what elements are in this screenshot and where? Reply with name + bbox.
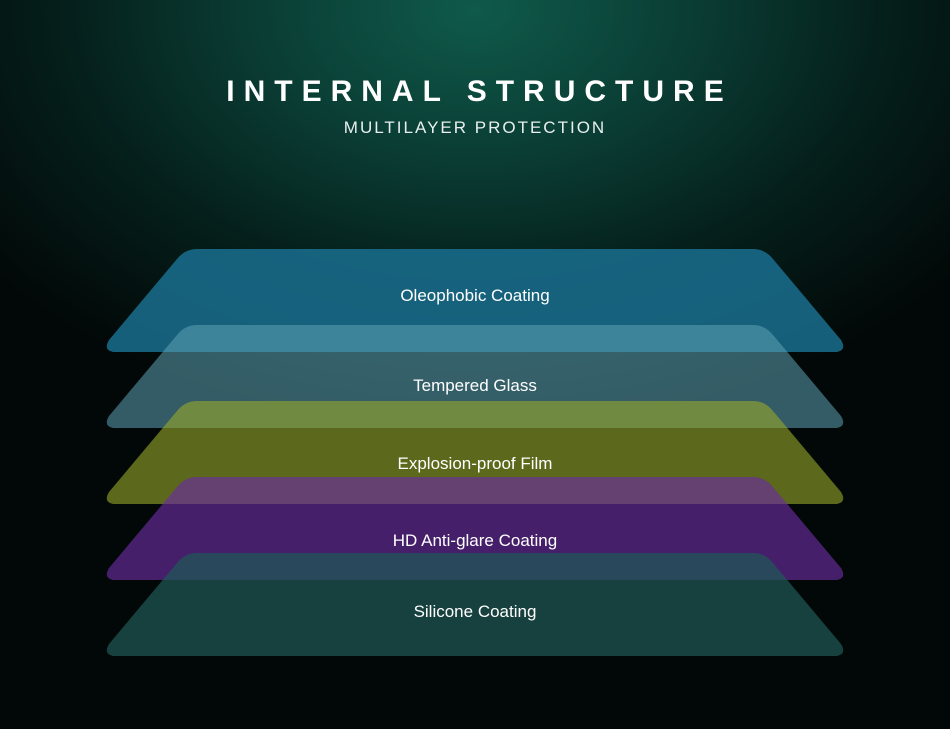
layer-label-1: Oleophobic Coating bbox=[400, 286, 549, 305]
layer-label-2: Tempered Glass bbox=[413, 376, 537, 395]
layer-shape-5 bbox=[106, 553, 844, 656]
page-title: INTERNAL STRUCTURE bbox=[226, 75, 733, 108]
layer-label-5: Silicone Coating bbox=[414, 602, 537, 621]
layer-label-4: HD Anti-glare Coating bbox=[393, 531, 557, 550]
layer-label-3: Explosion-proof Film bbox=[398, 454, 553, 473]
page-subtitle: MULTILAYER PROTECTION bbox=[343, 118, 607, 137]
